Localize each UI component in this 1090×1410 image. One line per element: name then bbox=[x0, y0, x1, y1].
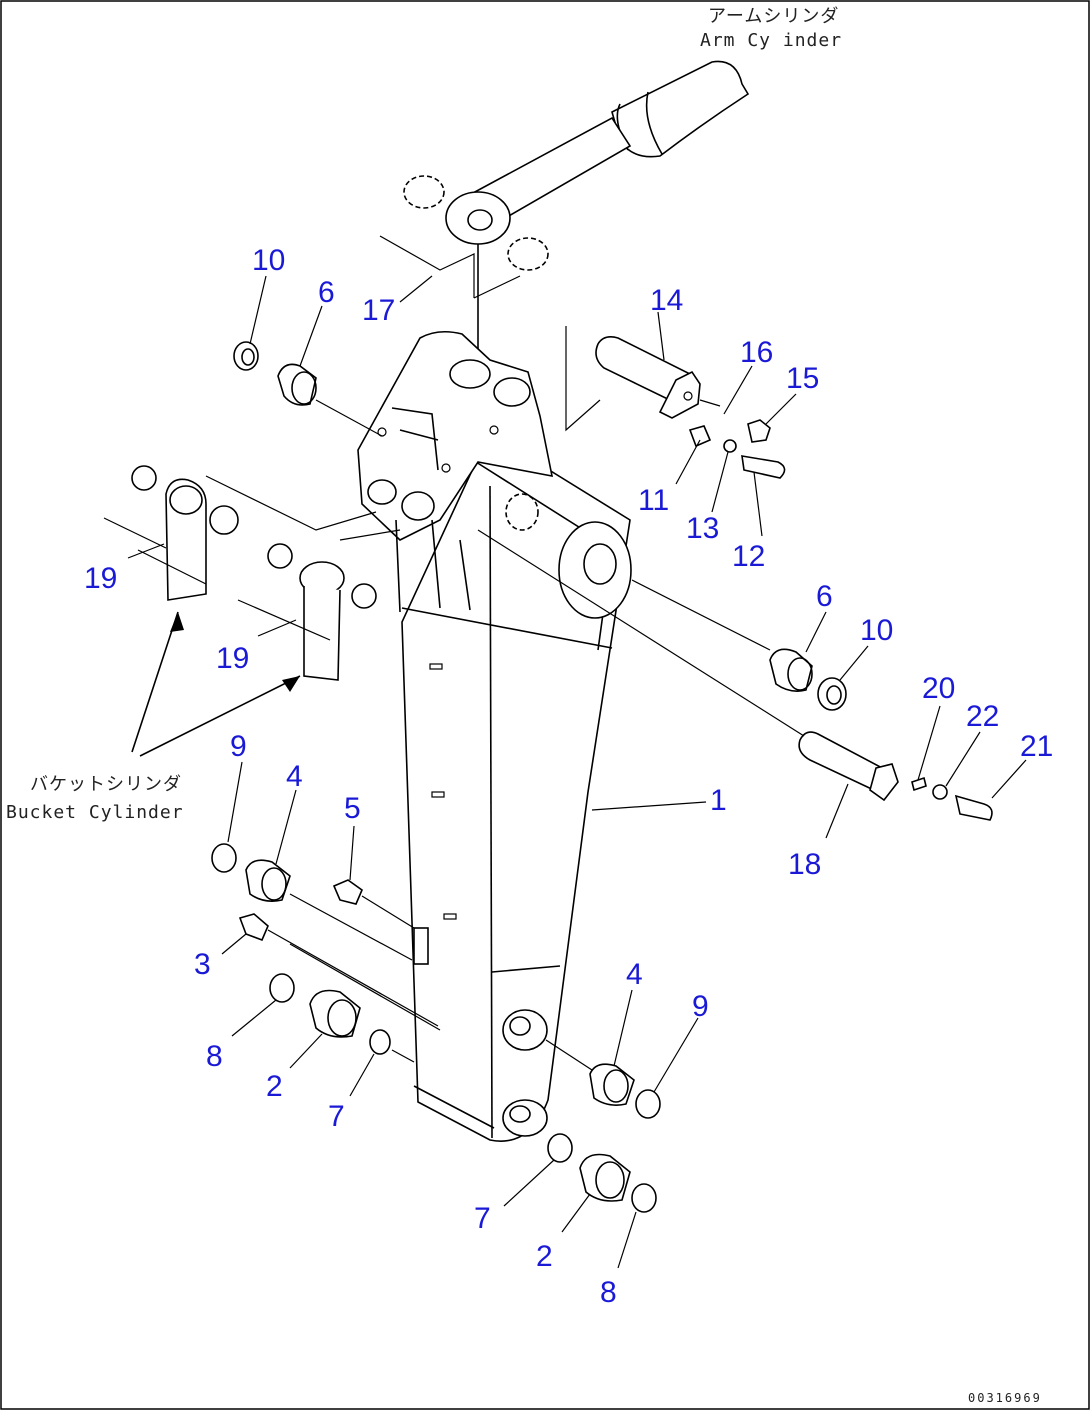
callout-7-right: 7 bbox=[474, 1202, 491, 1235]
callout-19-upper: 19 bbox=[84, 562, 117, 595]
callouts: 10 6 17 14 16 15 11 13 12 19 19 6 10 20 … bbox=[84, 244, 1053, 1309]
arm-body bbox=[357, 330, 632, 1142]
bushing-2-right bbox=[579, 1153, 631, 1202]
callout-11: 11 bbox=[638, 484, 669, 517]
callout-2-left: 2 bbox=[266, 1070, 283, 1103]
callout-9-left: 9 bbox=[230, 730, 247, 763]
ring-8-right bbox=[631, 1183, 657, 1213]
drawing-code: 00316969 bbox=[968, 1391, 1042, 1405]
washer-22 bbox=[932, 784, 948, 800]
callout-16: 16 bbox=[740, 336, 773, 369]
washer-13 bbox=[723, 439, 737, 453]
fitting-3 bbox=[238, 913, 269, 942]
callout-10-upper: 10 bbox=[252, 244, 285, 277]
bushing-4-right bbox=[589, 1063, 635, 1106]
leader-lines bbox=[127, 275, 1027, 1269]
callout-21: 21 bbox=[1020, 730, 1053, 763]
callout-3: 3 bbox=[194, 948, 211, 981]
callout-8-right: 8 bbox=[600, 1276, 617, 1309]
callout-6-upper: 6 bbox=[318, 276, 335, 309]
callout-14: 14 bbox=[650, 284, 683, 317]
arm-cylinder-label-en: Arm Cy inder bbox=[700, 30, 842, 51]
callout-8-left: 8 bbox=[206, 1040, 223, 1073]
nut-15 bbox=[747, 419, 771, 443]
callout-7-left: 7 bbox=[328, 1100, 345, 1133]
plate-11 bbox=[688, 425, 712, 448]
spring-washer-20 bbox=[911, 776, 927, 792]
shim-7-left bbox=[369, 1029, 391, 1055]
bucket-cylinder-label-jp: バケットシリンダ bbox=[30, 774, 182, 795]
callout-4-left: 4 bbox=[286, 760, 303, 793]
callout-12: 12 bbox=[732, 540, 765, 573]
bushing-6-upper bbox=[277, 363, 317, 406]
bushing-6-lower bbox=[769, 648, 813, 692]
arm-cylinder bbox=[379, 60, 750, 360]
callout-17: 17 bbox=[362, 294, 395, 327]
callout-1: 1 bbox=[710, 784, 727, 817]
ring-9-left bbox=[211, 843, 237, 873]
callout-18: 18 bbox=[788, 848, 821, 881]
ring-8-left bbox=[269, 973, 295, 1003]
ring-10-lower bbox=[817, 677, 847, 711]
callout-13: 13 bbox=[686, 512, 719, 545]
callout-15: 15 bbox=[786, 362, 819, 395]
callout-2-right: 2 bbox=[536, 1240, 553, 1273]
bucket-cylinder-label-en: Bucket Cylinder bbox=[6, 802, 184, 823]
shim-7-right bbox=[547, 1133, 573, 1163]
fitting-5 bbox=[332, 879, 363, 905]
callout-19-lower: 19 bbox=[216, 642, 249, 675]
callout-22: 22 bbox=[966, 700, 999, 733]
callout-10-lower: 10 bbox=[860, 614, 893, 647]
bolt-21 bbox=[954, 794, 993, 821]
pin-19-upper bbox=[103, 465, 377, 601]
callout-6-lower: 6 bbox=[816, 580, 833, 613]
callout-4-right: 4 bbox=[626, 958, 643, 991]
bolt-12 bbox=[741, 455, 786, 479]
callout-9-right: 9 bbox=[692, 990, 709, 1023]
callout-20: 20 bbox=[922, 672, 955, 705]
callout-5: 5 bbox=[344, 792, 361, 825]
pin-18 bbox=[477, 529, 899, 802]
ring-9-right bbox=[635, 1089, 661, 1119]
bucket-cylinder-arrows bbox=[131, 611, 301, 757]
pin-19-lower bbox=[237, 529, 401, 681]
arm-cylinder-label-jp: アームシリンダ bbox=[708, 6, 839, 27]
pin-14 bbox=[565, 326, 721, 432]
